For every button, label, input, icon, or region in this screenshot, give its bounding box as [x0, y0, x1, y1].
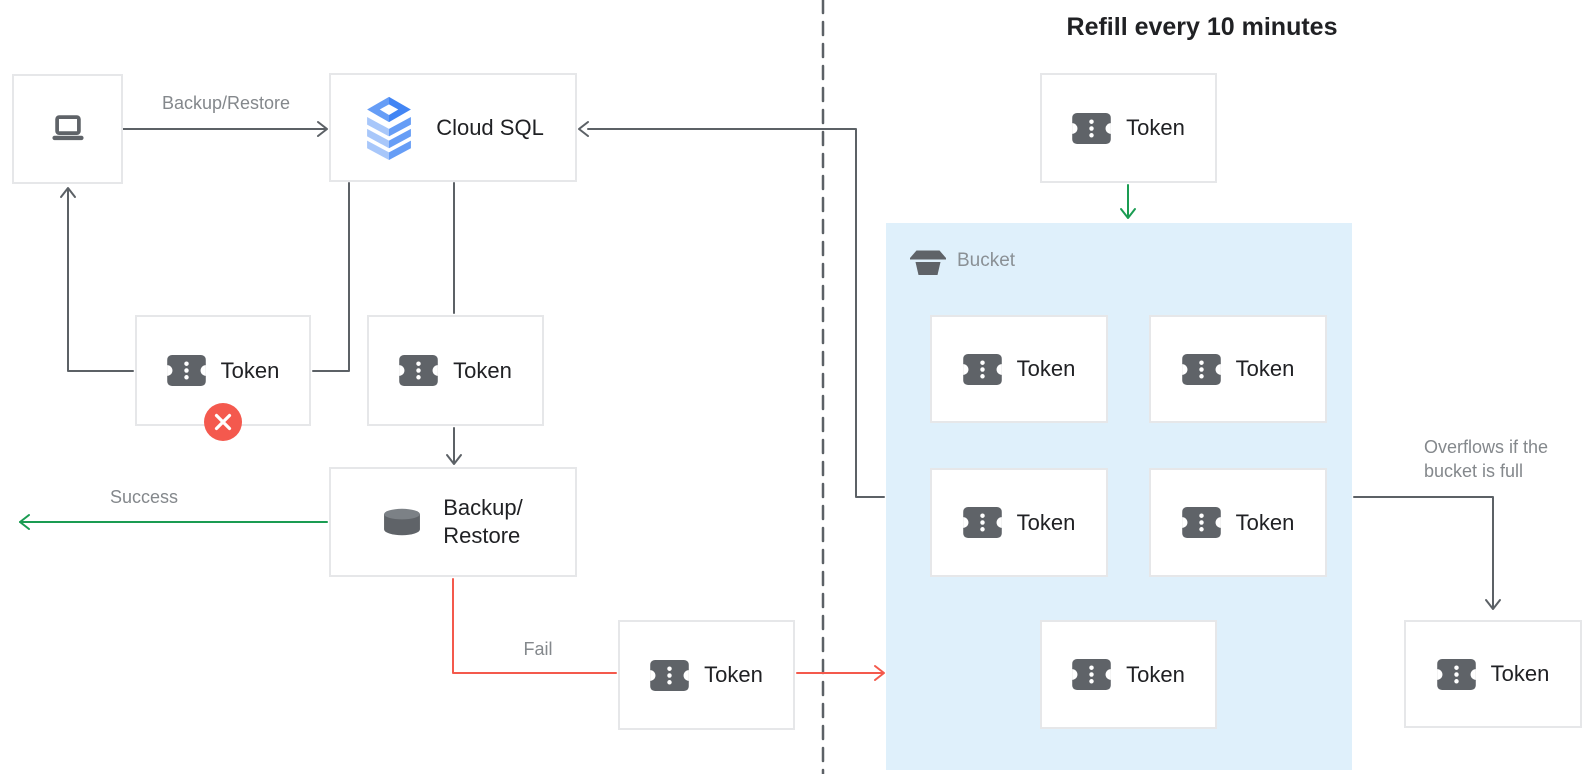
request-edge-label: Backup/Restore — [161, 93, 291, 113]
token-box-request: Token — [367, 315, 544, 426]
x-icon — [204, 403, 242, 441]
edge-overflow — [1353, 496, 1494, 609]
arrowhead-down-icon — [1485, 599, 1501, 610]
token-box-overflow: Token — [1404, 620, 1582, 728]
arrowhead-left-green-icon — [19, 514, 30, 530]
backup-restore-box: Backup/ Restore — [329, 467, 577, 577]
edge-fail — [452, 578, 617, 674]
token-box-refill: Token — [1040, 73, 1217, 183]
cloud-sql-box: Cloud SQL — [329, 73, 577, 182]
cloud-sql-icon — [362, 96, 416, 160]
token-label: Token — [1235, 509, 1295, 535]
edge-token-to-client — [67, 189, 134, 372]
ticket-icon — [963, 507, 1002, 538]
overflow-edge-label: Overflows if the bucket is full — [1424, 437, 1549, 481]
laptop-icon — [49, 115, 87, 143]
backup-restore-label: Backup/ Restore — [443, 495, 523, 548]
token-label: Token — [1126, 661, 1185, 687]
ticket-icon — [1182, 354, 1221, 385]
bucket-label: Bucket — [957, 250, 1016, 271]
bucket-icon — [910, 247, 946, 275]
token-label: Token — [1235, 356, 1295, 381]
token-box-bucket-1: Token — [930, 315, 1108, 423]
arrowhead-down-icon — [446, 454, 462, 465]
arrowhead-right-icon — [317, 121, 328, 137]
arrowhead-left-icon — [578, 121, 589, 137]
refill-title: Refill every 10 minutes — [1066, 13, 1338, 41]
cloud-sql-content: Cloud SQL — [362, 96, 544, 160]
token-box-bucket-2: Token — [1149, 315, 1327, 423]
token-box-bucket-5: Token — [1040, 620, 1217, 729]
ticket-icon — [1182, 507, 1221, 538]
ticket-icon — [399, 355, 438, 386]
cloud-sql-label: Cloud SQL — [436, 114, 544, 140]
client-box — [12, 74, 123, 184]
ticket-icon — [1072, 113, 1111, 144]
edge-cloudsql-to-token-consumed — [312, 182, 350, 372]
bucket-header: Bucket — [910, 247, 1015, 275]
edge-bucket-to-cloudsql — [587, 128, 885, 498]
success-edge-label: Success — [109, 487, 179, 507]
ticket-icon — [1072, 659, 1111, 690]
token-label: Token — [1490, 661, 1550, 686]
backup-restore-content: Backup/ Restore — [383, 494, 523, 550]
token-box-bucket-4: Token — [1149, 468, 1327, 577]
token-box-consumed: Token — [135, 315, 311, 441]
token-box-failed: Token — [618, 620, 795, 730]
database-icon — [383, 508, 421, 536]
bucket-region: Bucket Token Token Token Token — [886, 223, 1352, 770]
token-label: Token — [1126, 115, 1185, 140]
ticket-icon — [963, 354, 1002, 385]
ticket-icon — [1437, 659, 1476, 690]
token-label: Token — [1016, 356, 1076, 381]
ticket-icon — [167, 355, 206, 386]
token-box-bucket-3: Token — [930, 468, 1108, 577]
ticket-icon — [650, 660, 689, 691]
arrowhead-up-icon — [60, 187, 76, 198]
token-label: Token — [1016, 509, 1076, 535]
arrowhead-down-green-icon — [1120, 208, 1136, 219]
token-label: Token — [453, 357, 512, 383]
arrowhead-right-red-icon — [874, 665, 885, 681]
fail-edge-label: Fail — [523, 639, 553, 659]
token-label: Token — [704, 662, 763, 687]
token-label: Token — [220, 357, 280, 383]
